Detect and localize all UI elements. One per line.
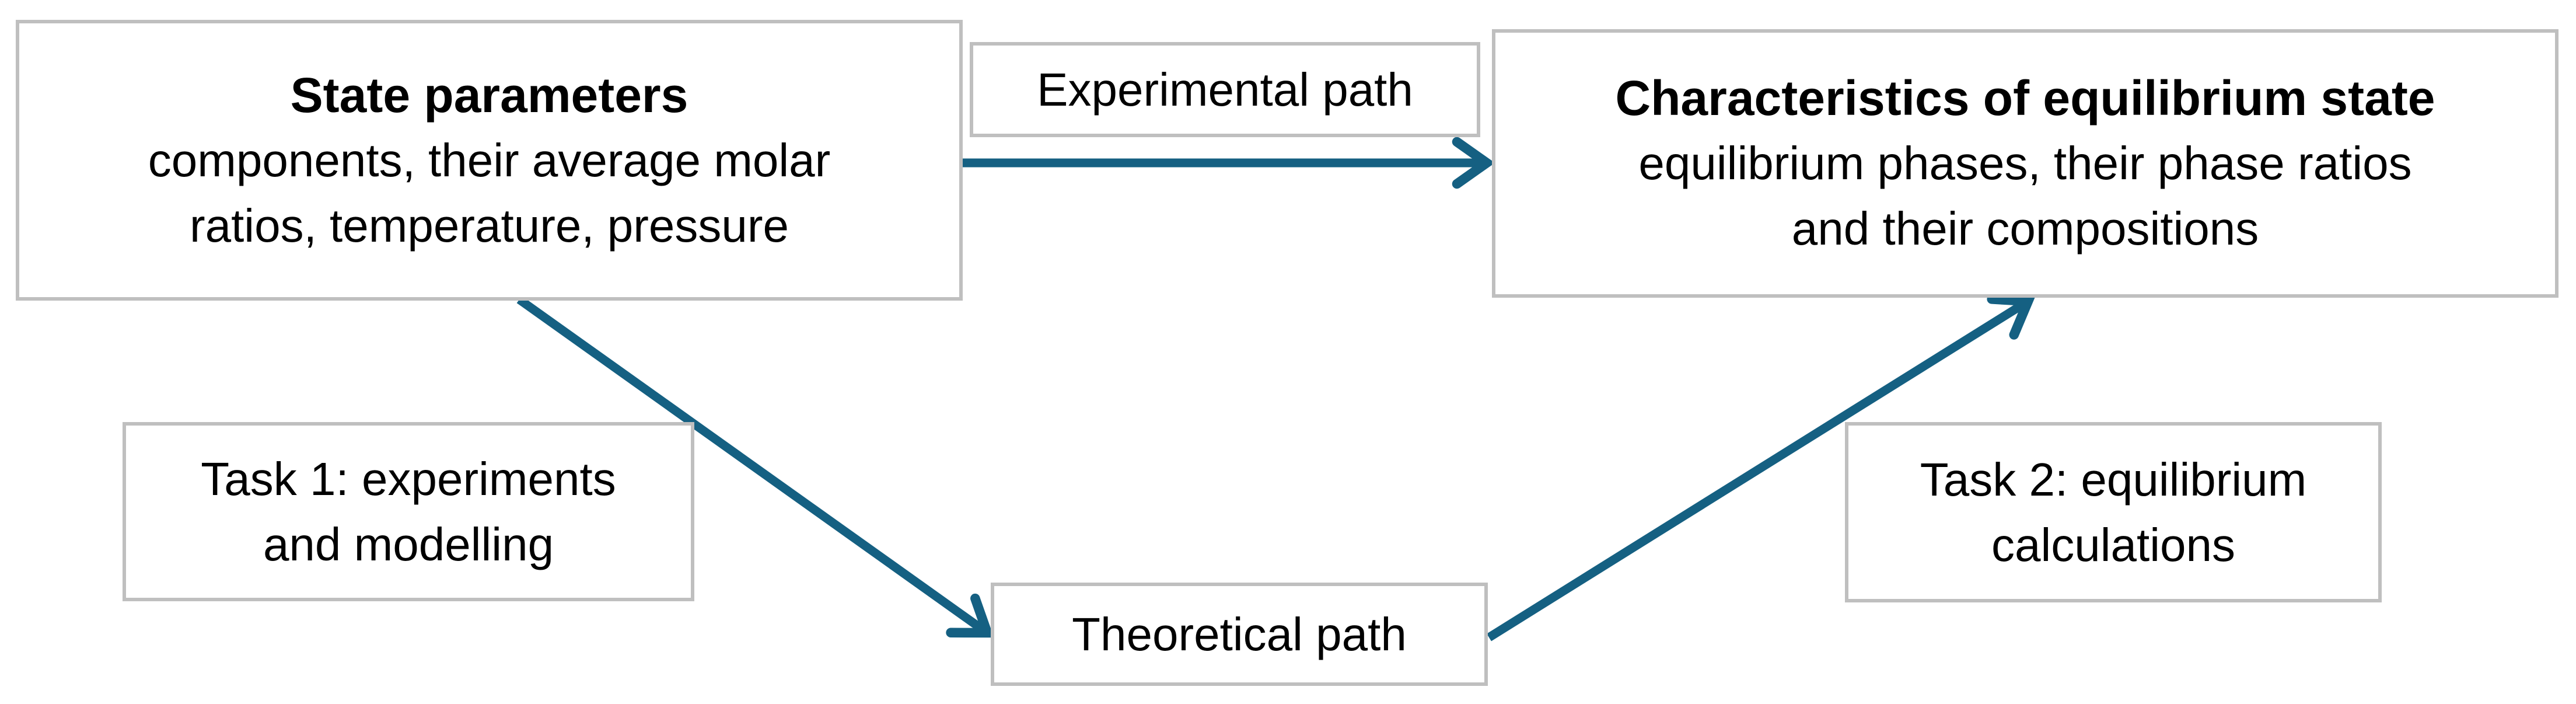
state-parameters-body-line: components, their average molar xyxy=(148,134,831,186)
theoretical-path-label: Theoretical path xyxy=(1072,608,1407,660)
characteristics-body-line: equilibrium phases, their phase ratios xyxy=(1638,137,2412,189)
state-parameters-box: State parameters components, their avera… xyxy=(16,20,963,301)
task2-box: Task 2: equilibrium calculations xyxy=(1845,422,2382,602)
experimental-path-label: Experimental path xyxy=(1037,63,1413,116)
task1-label-line: and modelling xyxy=(263,518,554,570)
experimental-path-box: Experimental path xyxy=(970,42,1480,137)
task2-label-line: calculations xyxy=(1991,518,2235,571)
theoretical-path-box: Theoretical path xyxy=(991,583,1488,686)
state-parameters-title: State parameters xyxy=(290,67,688,123)
task1-box: Task 1: experiments and modelling xyxy=(123,422,694,601)
characteristics-title: Characteristics of equilibrium state xyxy=(1615,71,2435,126)
task1-label-line: Task 1: experiments xyxy=(201,452,616,505)
state-parameters-body-line: ratios, temperature, pressure xyxy=(189,199,789,252)
characteristics-body-line: and their compositions xyxy=(1791,203,2259,255)
task2-label-line: Task 2: equilibrium xyxy=(1920,453,2307,506)
characteristics-box: Characteristics of equilibrium state equ… xyxy=(1492,29,2558,298)
